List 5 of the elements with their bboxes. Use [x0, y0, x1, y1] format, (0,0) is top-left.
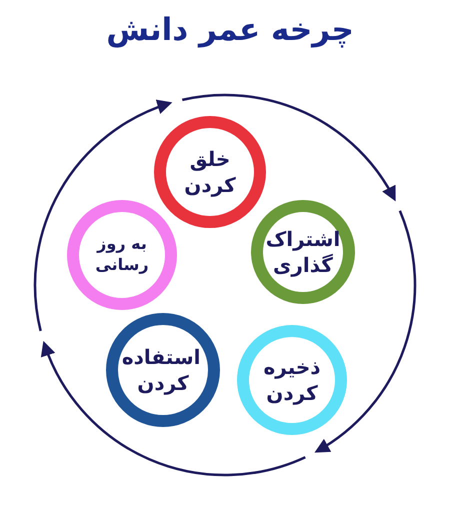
ring-label: اشتراک گذاری — [266, 226, 340, 278]
title: چرخه عمر دانش — [105, 12, 355, 48]
ring-label: ذخیره کردن — [262, 354, 322, 406]
ring-label: خلق کردن — [183, 146, 237, 198]
ring-label: به روز رسانی — [94, 234, 150, 276]
